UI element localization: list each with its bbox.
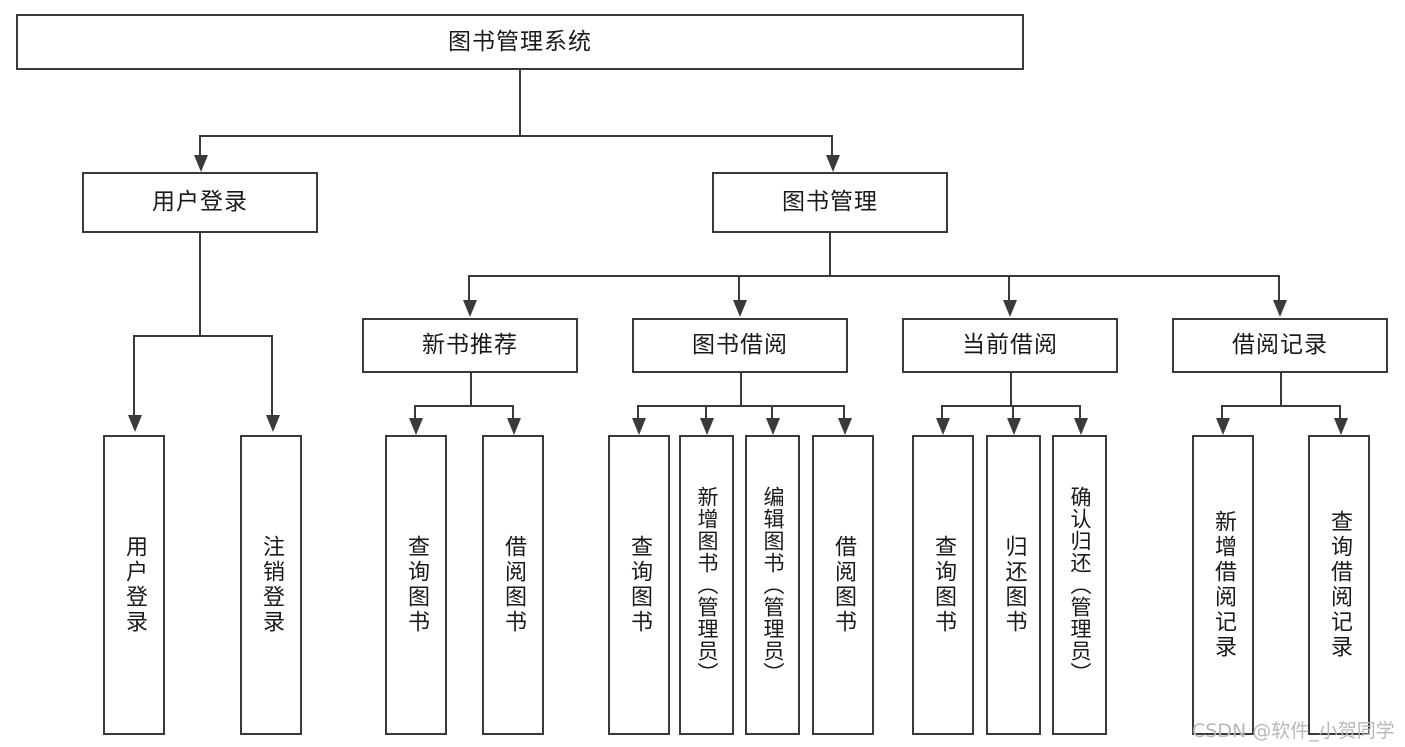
arrowhead-icon bbox=[700, 418, 714, 435]
node-borrow-record[interactable]: 借阅记录 bbox=[1172, 318, 1388, 373]
node-leaf-return-book-label: 归还图书 bbox=[1001, 535, 1027, 635]
node-leaf-query-record[interactable]: 查询借阅记录 bbox=[1308, 435, 1370, 735]
arrowhead-icon bbox=[1007, 418, 1021, 435]
connector-book-borrow-drop-1 bbox=[705, 405, 707, 418]
node-leaf-logout-label: 注销登录 bbox=[259, 535, 284, 635]
node-leaf-borrow-book-1[interactable]: 借阅图书 bbox=[482, 435, 544, 735]
connector-borrow-record-bus bbox=[1221, 405, 1339, 407]
node-new-book-recommend[interactable]: 新书推荐 bbox=[362, 318, 578, 373]
node-current-borrow-label: 当前借阅 bbox=[962, 332, 1058, 359]
node-leaf-add-record-label: 新增借阅记录 bbox=[1211, 510, 1236, 660]
arrowhead-icon bbox=[766, 418, 780, 435]
connector-current-borrow-drop-2 bbox=[1079, 405, 1081, 418]
arrowhead-icon bbox=[632, 418, 646, 435]
connector-current-borrow-stem bbox=[1010, 373, 1012, 405]
node-leaf-borrow-book-2[interactable]: 借阅图书 bbox=[812, 435, 874, 735]
node-leaf-edit-book-label: 编辑图书（管理员） bbox=[761, 486, 785, 684]
node-leaf-confirm-return-label: 确认归还（管理员） bbox=[1068, 486, 1092, 684]
node-leaf-user-login-label: 用户登录 bbox=[122, 535, 147, 635]
connector-user-drop-0 bbox=[133, 335, 135, 415]
arrowhead-icon bbox=[733, 300, 747, 317]
node-current-borrow[interactable]: 当前借阅 bbox=[902, 318, 1118, 373]
connector-user-drop-1 bbox=[271, 335, 273, 415]
node-leaf-query-book-3-label: 查询图书 bbox=[931, 535, 956, 635]
node-leaf-user-login[interactable]: 用户登录 bbox=[103, 435, 165, 735]
node-root-root[interactable]: 图书管理系统 bbox=[16, 14, 1024, 70]
connector-book-stem bbox=[829, 233, 831, 275]
node-leaf-add-record[interactable]: 新增借阅记录 bbox=[1192, 435, 1254, 735]
arrowhead-icon bbox=[1216, 418, 1230, 435]
connector-root-stem bbox=[519, 70, 521, 135]
connector-current-borrow-bus bbox=[941, 405, 1079, 407]
node-leaf-query-book-3[interactable]: 查询图书 bbox=[912, 435, 974, 735]
node-book-borrow[interactable]: 图书借阅 bbox=[632, 318, 848, 373]
connector-borrow-record-drop-0 bbox=[1221, 405, 1223, 418]
node-leaf-query-book-2-label: 查询图书 bbox=[627, 535, 652, 635]
connector-book-borrow-stem bbox=[740, 373, 742, 405]
connector-root-drop-0 bbox=[199, 135, 201, 155]
connector-book-borrow-bus bbox=[637, 405, 843, 407]
connector-borrow-record-stem bbox=[1280, 373, 1282, 405]
node-root-root-label: 图书管理系统 bbox=[448, 28, 592, 55]
node-leaf-add-book-label: 新增图书（管理员） bbox=[695, 486, 719, 684]
arrowhead-icon bbox=[128, 415, 142, 432]
connector-user-bus bbox=[133, 335, 271, 337]
node-leaf-query-book-2[interactable]: 查询图书 bbox=[608, 435, 670, 735]
connector-book-drop-2 bbox=[1008, 275, 1010, 300]
connector-new-book-recommend-bus bbox=[414, 405, 512, 407]
arrowhead-icon bbox=[1273, 300, 1287, 317]
node-new-book-recommend-label: 新书推荐 bbox=[422, 332, 518, 359]
connector-current-borrow-drop-1 bbox=[1012, 405, 1014, 418]
arrowhead-icon bbox=[194, 155, 208, 172]
arrowhead-icon bbox=[1003, 300, 1017, 317]
node-leaf-add-book[interactable]: 新增图书（管理员） bbox=[679, 435, 734, 735]
arrowhead-icon bbox=[1334, 418, 1348, 435]
node-book-borrow-label: 图书借阅 bbox=[692, 332, 788, 359]
connector-root-bus bbox=[199, 135, 831, 137]
arrowhead-icon bbox=[463, 300, 477, 317]
arrowhead-icon bbox=[266, 415, 280, 432]
connector-book-drop-3 bbox=[1278, 275, 1280, 300]
connector-new-book-recommend-drop-0 bbox=[414, 405, 416, 418]
node-book-manage[interactable]: 图书管理 bbox=[712, 172, 948, 233]
arrowhead-icon bbox=[826, 155, 840, 172]
connector-new-book-recommend-stem bbox=[470, 373, 472, 405]
connector-new-book-recommend-drop-1 bbox=[512, 405, 514, 418]
node-leaf-logout[interactable]: 注销登录 bbox=[240, 435, 302, 735]
node-leaf-query-book-1[interactable]: 查询图书 bbox=[385, 435, 447, 735]
arrowhead-icon bbox=[936, 418, 950, 435]
connector-book-borrow-drop-3 bbox=[843, 405, 845, 418]
watermark: CSDN @软件_小贺同学 bbox=[1192, 720, 1395, 742]
connector-book-bus bbox=[468, 275, 1280, 277]
arrowhead-icon bbox=[1074, 418, 1088, 435]
connector-book-drop-1 bbox=[738, 275, 740, 300]
arrowhead-icon bbox=[838, 418, 852, 435]
connector-user-stem bbox=[199, 233, 201, 335]
node-leaf-return-book[interactable]: 归还图书 bbox=[986, 435, 1041, 735]
node-book-manage-label: 图书管理 bbox=[782, 189, 878, 216]
node-leaf-query-book-1-label: 查询图书 bbox=[404, 535, 429, 635]
node-leaf-edit-book[interactable]: 编辑图书（管理员） bbox=[745, 435, 800, 735]
connector-book-borrow-drop-0 bbox=[637, 405, 639, 418]
node-user-login-label: 用户登录 bbox=[152, 189, 248, 216]
node-leaf-borrow-book-1-label: 借阅图书 bbox=[501, 535, 526, 635]
connector-root-drop-1 bbox=[831, 135, 833, 155]
arrowhead-icon bbox=[507, 418, 521, 435]
connector-current-borrow-drop-0 bbox=[941, 405, 943, 418]
node-leaf-borrow-book-2-label: 借阅图书 bbox=[831, 535, 856, 635]
arrowhead-icon bbox=[409, 418, 423, 435]
node-user-login[interactable]: 用户登录 bbox=[82, 172, 318, 233]
connector-book-drop-0 bbox=[468, 275, 470, 300]
connector-borrow-record-drop-1 bbox=[1339, 405, 1341, 418]
node-borrow-record-label: 借阅记录 bbox=[1232, 332, 1328, 359]
connector-book-borrow-drop-2 bbox=[771, 405, 773, 418]
node-leaf-confirm-return[interactable]: 确认归还（管理员） bbox=[1052, 435, 1107, 735]
node-leaf-query-record-label: 查询借阅记录 bbox=[1327, 510, 1352, 660]
